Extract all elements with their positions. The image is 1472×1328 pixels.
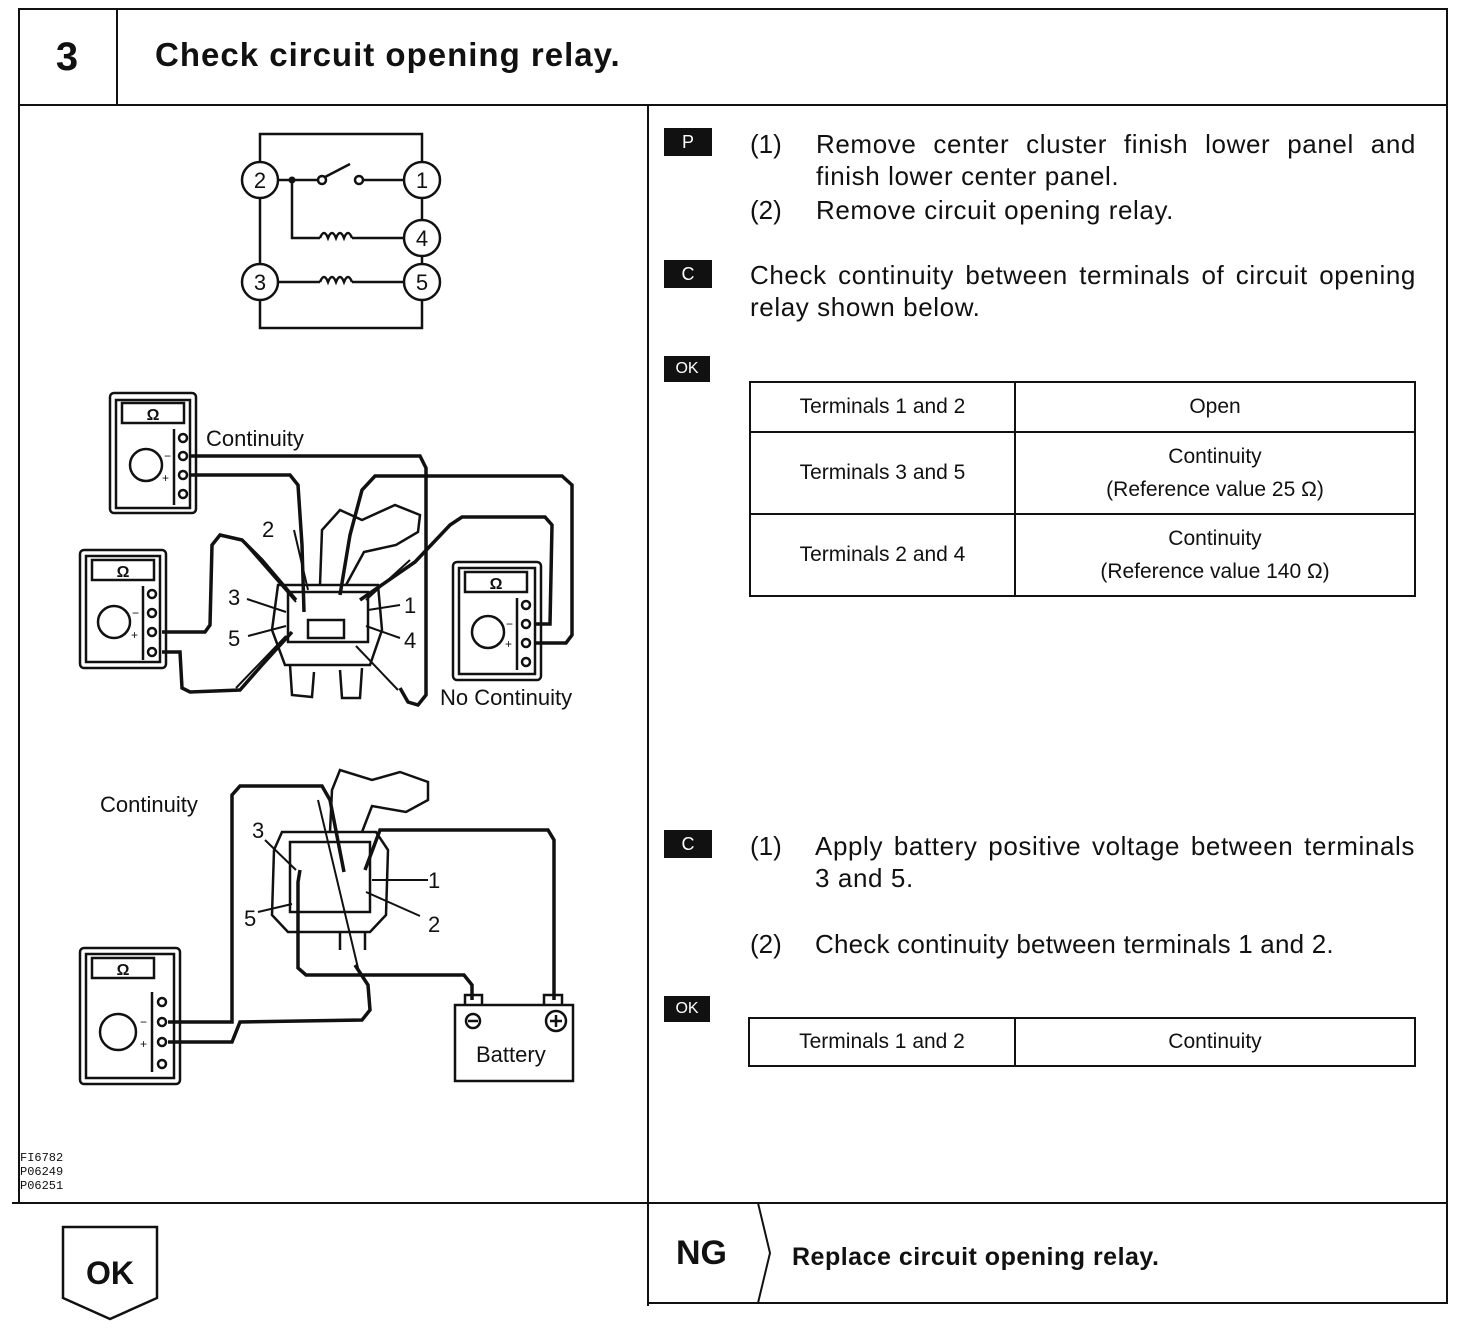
continuity-table-1: Terminals 1 and 2 Open Terminals 3 and 5… [749, 381, 1416, 597]
meter3-plus: + [505, 637, 512, 651]
table-cell-result: Continuity (Reference value 25 Ω) [1014, 431, 1416, 515]
table-row: Terminals 1 and 2 Continuity [748, 1017, 1416, 1067]
ng-action: Replace circuit opening relay. [792, 1243, 1160, 1271]
relay1-terminal-1: 1 [404, 593, 416, 618]
column-divider [647, 104, 649, 1306]
figure-code-1: FI6782 [20, 1151, 64, 1165]
step-number: 3 [18, 8, 118, 106]
result-text: Continuity [1168, 527, 1262, 550]
ok-badge-label: OK [86, 1255, 134, 1291]
step-title: Check circuit opening relay. [155, 36, 621, 73]
relay2-terminal-3: 3 [252, 818, 264, 843]
schematic-terminal-5: 5 [416, 270, 428, 295]
meter3-ohm-symbol: Ω [490, 576, 503, 593]
prepare-step-1-text: Remove center cluster finish lower panel… [816, 129, 1416, 191]
check-tag-2: C [664, 830, 712, 858]
schematic-terminal-1: 1 [416, 168, 428, 193]
table-cell-result: Continuity [1014, 1017, 1416, 1067]
prepare-step-2-text: Remove circuit opening relay. [816, 195, 1174, 225]
relay-illustrations: 2 1 4 3 5 [78, 132, 575, 1086]
result-note: (Reference value 140 Ω) [1100, 560, 1330, 583]
relay1-terminal-5: 5 [228, 626, 240, 651]
ok-tag-2: OK [664, 996, 710, 1022]
header-divider [18, 104, 1448, 106]
table-cell-result: Open [1014, 381, 1416, 433]
bottom-rule [12, 1202, 648, 1204]
ng-divider-chevron [757, 1203, 772, 1303]
meter2-minus: − [132, 606, 139, 620]
result-note: (Reference value 25 Ω) [1106, 478, 1324, 501]
table-row: Terminals 1 and 2 Open [749, 381, 1416, 433]
relay1-terminal-4: 4 [404, 628, 416, 653]
result-text: Open [1189, 395, 1241, 418]
table-cell-terminals: Terminals 1 and 2 [749, 381, 1016, 433]
relay2-terminal-5: 5 [244, 906, 256, 931]
relay1-terminal-2: 2 [262, 517, 274, 542]
meter2-plus: + [131, 628, 138, 642]
check-2-step-2-num: (2) [750, 929, 782, 959]
ng-label: NG [676, 1234, 727, 1272]
meter1-plus: + [162, 471, 169, 485]
prepare-step-2-num: (2) [750, 195, 782, 225]
schematic-terminal-3: 3 [254, 270, 266, 295]
ng-box [647, 1202, 1448, 1304]
meter1-ohm-symbol: Ω [147, 407, 160, 424]
meter4-plus: + [140, 1037, 147, 1051]
figure-code-2: P06249 [20, 1165, 64, 1179]
label-no-continuity: No Continuity [440, 685, 572, 710]
meter2-ohm-symbol: Ω [117, 564, 130, 581]
ok-tag-1: OK [664, 356, 710, 382]
check-2-step-1-text: Apply battery positive voltage between t… [815, 831, 1415, 893]
continuity-table-2: Terminals 1 and 2 Continuity [748, 1017, 1416, 1067]
figure-code-3: P06251 [20, 1179, 64, 1193]
result-text: Continuity [1168, 445, 1262, 468]
meter1-minus: − [164, 449, 171, 463]
check-1-text: Check continuity between terminals of ci… [750, 260, 1416, 322]
relay2-terminal-1: 1 [428, 868, 440, 893]
label-battery: Battery [476, 1042, 546, 1067]
table-cell-result: Continuity (Reference value 140 Ω) [1014, 513, 1416, 597]
schematic-terminal-4: 4 [416, 226, 428, 251]
meter4-minus: − [140, 1015, 147, 1029]
ok-arrow-badge: OK [61, 1225, 159, 1321]
table-row: Terminals 2 and 4 Continuity (Reference v… [749, 513, 1416, 597]
prepare-tag: P [664, 128, 712, 156]
schematic-terminal-2: 2 [254, 168, 266, 193]
meter3-minus: − [506, 617, 513, 631]
meter4-ohm-symbol: Ω [117, 962, 130, 979]
table-cell-terminals: Terminals 3 and 5 [749, 431, 1016, 515]
relay2-terminal-2: 2 [428, 912, 440, 937]
label-continuity-2: Continuity [100, 792, 198, 817]
table-row: Terminals 3 and 5 Continuity (Reference v… [749, 431, 1416, 515]
relay1-terminal-3: 3 [228, 585, 240, 610]
table-cell-terminals: Terminals 1 and 2 [748, 1017, 1016, 1067]
prepare-step-1-num: (1) [750, 129, 782, 159]
table-cell-terminals: Terminals 2 and 4 [749, 513, 1016, 597]
label-continuity-1: Continuity [206, 426, 304, 451]
check-tag-1: C [664, 260, 712, 288]
check-2-step-1-num: (1) [750, 831, 782, 861]
check-2-step-2-text: Check continuity between terminals 1 and… [815, 929, 1334, 959]
